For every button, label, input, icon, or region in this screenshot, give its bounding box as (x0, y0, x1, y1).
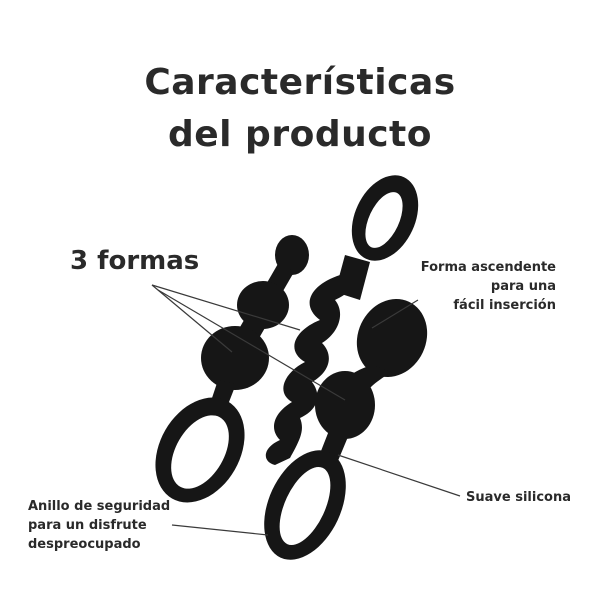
feature-ring-line: para un disfrute (28, 518, 147, 533)
page-title-line2: del producto (168, 114, 432, 155)
feature-ascending-line: fácil inserción (453, 298, 556, 313)
feature-ascending: Forma ascendente para una fácil inserció… (421, 258, 556, 315)
feature-ring-line: despreocupado (28, 537, 141, 552)
feature-ascending-line: Forma ascendente (420, 260, 556, 275)
feature-ring: Anillo de seguridad para un disfrute des… (28, 497, 170, 554)
feature-ring-line: Anillo de seguridad (28, 499, 171, 514)
feature-silicone: Suave silicona (466, 490, 571, 505)
callout-lines (151, 284, 461, 536)
page-title-line1: Características (144, 62, 456, 103)
feature-shapes: 3 formas (70, 246, 200, 276)
feature-ascending-line: para una (490, 279, 556, 294)
